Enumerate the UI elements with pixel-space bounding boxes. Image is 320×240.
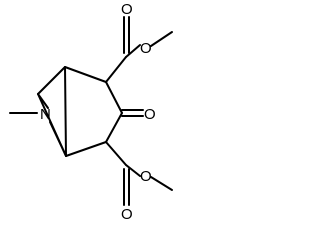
bond-bottom-ester-oxygen <box>125 164 141 177</box>
bond-ring-c4-c5 <box>105 112 123 143</box>
bond-ring-c5-c6 <box>65 141 107 157</box>
atom-label-top-ester-oxygen: O <box>140 40 152 57</box>
bonds <box>9 16 173 206</box>
atom-label-top-carbonyl-oxygen: O <box>121 1 133 18</box>
atom-labels: O O O N O O <box>40 1 156 223</box>
bond-bridge-carbon-to-nitrogen <box>37 93 49 109</box>
atom-label-bottom-carbonyl-oxygen: O <box>121 206 133 223</box>
atom-label-bottom-ester-oxygen: O <box>140 168 152 185</box>
atom-label-bridge-nitrogen: N <box>40 106 51 123</box>
bond-nitrogen-to-c6 <box>49 121 67 157</box>
bond-c1-to-bridge-carbon <box>37 66 66 95</box>
chemical-structure-diagram: O O O N O O <box>9 1 173 223</box>
bond-ring-c3-c1 <box>64 66 107 83</box>
bond-bottom-ester-to-ring <box>105 141 127 166</box>
bond-top-ester-to-ring <box>105 56 127 83</box>
bond-top-ester-methyl <box>150 31 173 47</box>
atom-label-ketone-oxygen: O <box>144 106 156 123</box>
bond-bottom-ester-methyl <box>150 176 173 191</box>
bond-ring-c3-c4 <box>105 81 123 114</box>
bond-top-ester-oxygen <box>125 44 141 58</box>
bond-ring-c1-c6-bridge <box>64 66 67 157</box>
